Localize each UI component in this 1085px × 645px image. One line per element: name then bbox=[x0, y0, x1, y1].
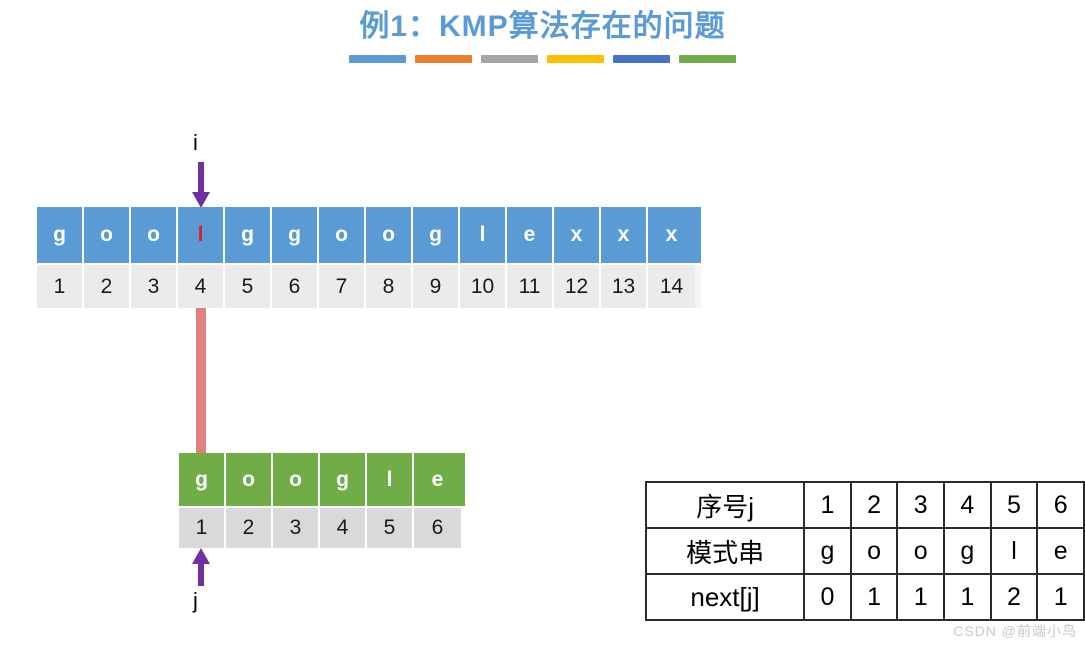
pattern-index-cell-6: 6 bbox=[414, 508, 461, 548]
pattern-string-cell-5: l bbox=[367, 453, 414, 506]
pattern-index-cell-3: 3 bbox=[273, 508, 320, 548]
table-cell-r3-c1: 0 bbox=[803, 573, 852, 621]
table-cell-r3-c3: 1 bbox=[896, 573, 946, 621]
table-cell-r3-c6: 1 bbox=[1036, 573, 1085, 621]
title-underline-bar-4 bbox=[547, 55, 604, 63]
main-string-cell-4: l bbox=[178, 207, 225, 263]
pointer-arrow-j-icon bbox=[192, 548, 210, 586]
main-string-cell-7: o bbox=[319, 207, 366, 263]
main-index-cell-7: 7 bbox=[319, 265, 366, 308]
main-index-cell-13: 13 bbox=[601, 265, 648, 308]
table-cell-r3-c5: 2 bbox=[989, 573, 1039, 621]
table-cell-r1-c4: 4 bbox=[943, 481, 992, 529]
table-row-header-3: next[j] bbox=[644, 573, 806, 621]
pattern-string-cell-3: o bbox=[273, 453, 320, 506]
title-underline-bar-3 bbox=[481, 55, 538, 63]
main-index-cell-8: 8 bbox=[366, 265, 413, 308]
table-cell-r2-c2: o bbox=[849, 527, 899, 575]
alignment-connector-line bbox=[196, 308, 206, 454]
main-index-cell-9: 9 bbox=[413, 265, 460, 308]
main-string-cell-14: x bbox=[648, 207, 695, 263]
main-string-cell-6: g bbox=[272, 207, 319, 263]
pointer-arrow-i-icon bbox=[192, 162, 210, 208]
watermark: CSDN @前端小鸟 bbox=[953, 623, 1077, 639]
table-cell-r2-c3: o bbox=[896, 527, 946, 575]
pattern-index-cell-4: 4 bbox=[320, 508, 367, 548]
title-underline-bar-6 bbox=[679, 55, 736, 63]
table-cell-r2-c6: e bbox=[1036, 527, 1085, 575]
pattern-string-cell-6: e bbox=[414, 453, 461, 506]
main-index-cell-11: 11 bbox=[507, 265, 554, 308]
main-index-cell-3: 3 bbox=[131, 265, 178, 308]
main-string-cell-3: o bbox=[131, 207, 178, 263]
table-cell-r2-c1: g bbox=[803, 527, 852, 575]
title-underline-bars bbox=[0, 55, 1085, 63]
pointer-label-i: i bbox=[193, 130, 198, 155]
pattern-string-tail-strip bbox=[461, 453, 465, 506]
table-cell-r1-c1: 1 bbox=[803, 481, 852, 529]
table-cell-r2-c4: g bbox=[943, 527, 992, 575]
table-cell-r1-c6: 6 bbox=[1036, 481, 1085, 529]
main-index-cell-14: 14 bbox=[648, 265, 695, 308]
main-index-cell-1: 1 bbox=[37, 265, 84, 308]
table-cell-r1-c2: 2 bbox=[849, 481, 899, 529]
main-string-cell-9: g bbox=[413, 207, 460, 263]
main-string-cell-8: o bbox=[366, 207, 413, 263]
title-block: 例1：KMP算法存在的问题 bbox=[0, 8, 1085, 63]
title-underline-bar-2 bbox=[415, 55, 472, 63]
pattern-string-cell-1: g bbox=[179, 453, 226, 506]
pattern-string-cell-2: o bbox=[226, 453, 273, 506]
table-cell-r1-c5: 5 bbox=[989, 481, 1039, 529]
main-string-cell-10: l bbox=[460, 207, 507, 263]
pattern-string-cell-4: g bbox=[320, 453, 367, 506]
table-cell-r1-c3: 3 bbox=[896, 481, 946, 529]
main-string-tail-strip bbox=[695, 207, 701, 263]
main-string-cell-1: g bbox=[37, 207, 84, 263]
main-string-cell-11: e bbox=[507, 207, 554, 263]
pattern-index-cell-1: 1 bbox=[179, 508, 226, 548]
table-cell-r2-c5: l bbox=[989, 527, 1039, 575]
table-cell-r3-c4: 1 bbox=[943, 573, 992, 621]
title-underline-bar-5 bbox=[613, 55, 670, 63]
main-string-cell-12: x bbox=[554, 207, 601, 263]
main-index-tail-strip bbox=[695, 265, 701, 308]
pointer-label-j: j bbox=[193, 588, 198, 613]
main-string-cell-2: o bbox=[84, 207, 131, 263]
table-cell-r3-c2: 1 bbox=[849, 573, 899, 621]
main-index-cell-6: 6 bbox=[272, 265, 319, 308]
main-string-cell-5: g bbox=[225, 207, 272, 263]
table-row-header-2: 模式串 bbox=[644, 527, 806, 575]
main-index-cell-10: 10 bbox=[460, 265, 507, 308]
pattern-index-cell-5: 5 bbox=[367, 508, 414, 548]
main-string-cell-13: x bbox=[601, 207, 648, 263]
pattern-index-cell-2: 2 bbox=[226, 508, 273, 548]
title-underline-bar-1 bbox=[349, 55, 406, 63]
main-index-cell-4: 4 bbox=[178, 265, 225, 308]
table-row-header-1: 序号j bbox=[644, 481, 806, 529]
main-index-cell-12: 12 bbox=[554, 265, 601, 308]
main-index-cell-2: 2 bbox=[84, 265, 131, 308]
page-title: 例1：KMP算法存在的问题 bbox=[359, 10, 726, 43]
main-index-cell-5: 5 bbox=[225, 265, 272, 308]
